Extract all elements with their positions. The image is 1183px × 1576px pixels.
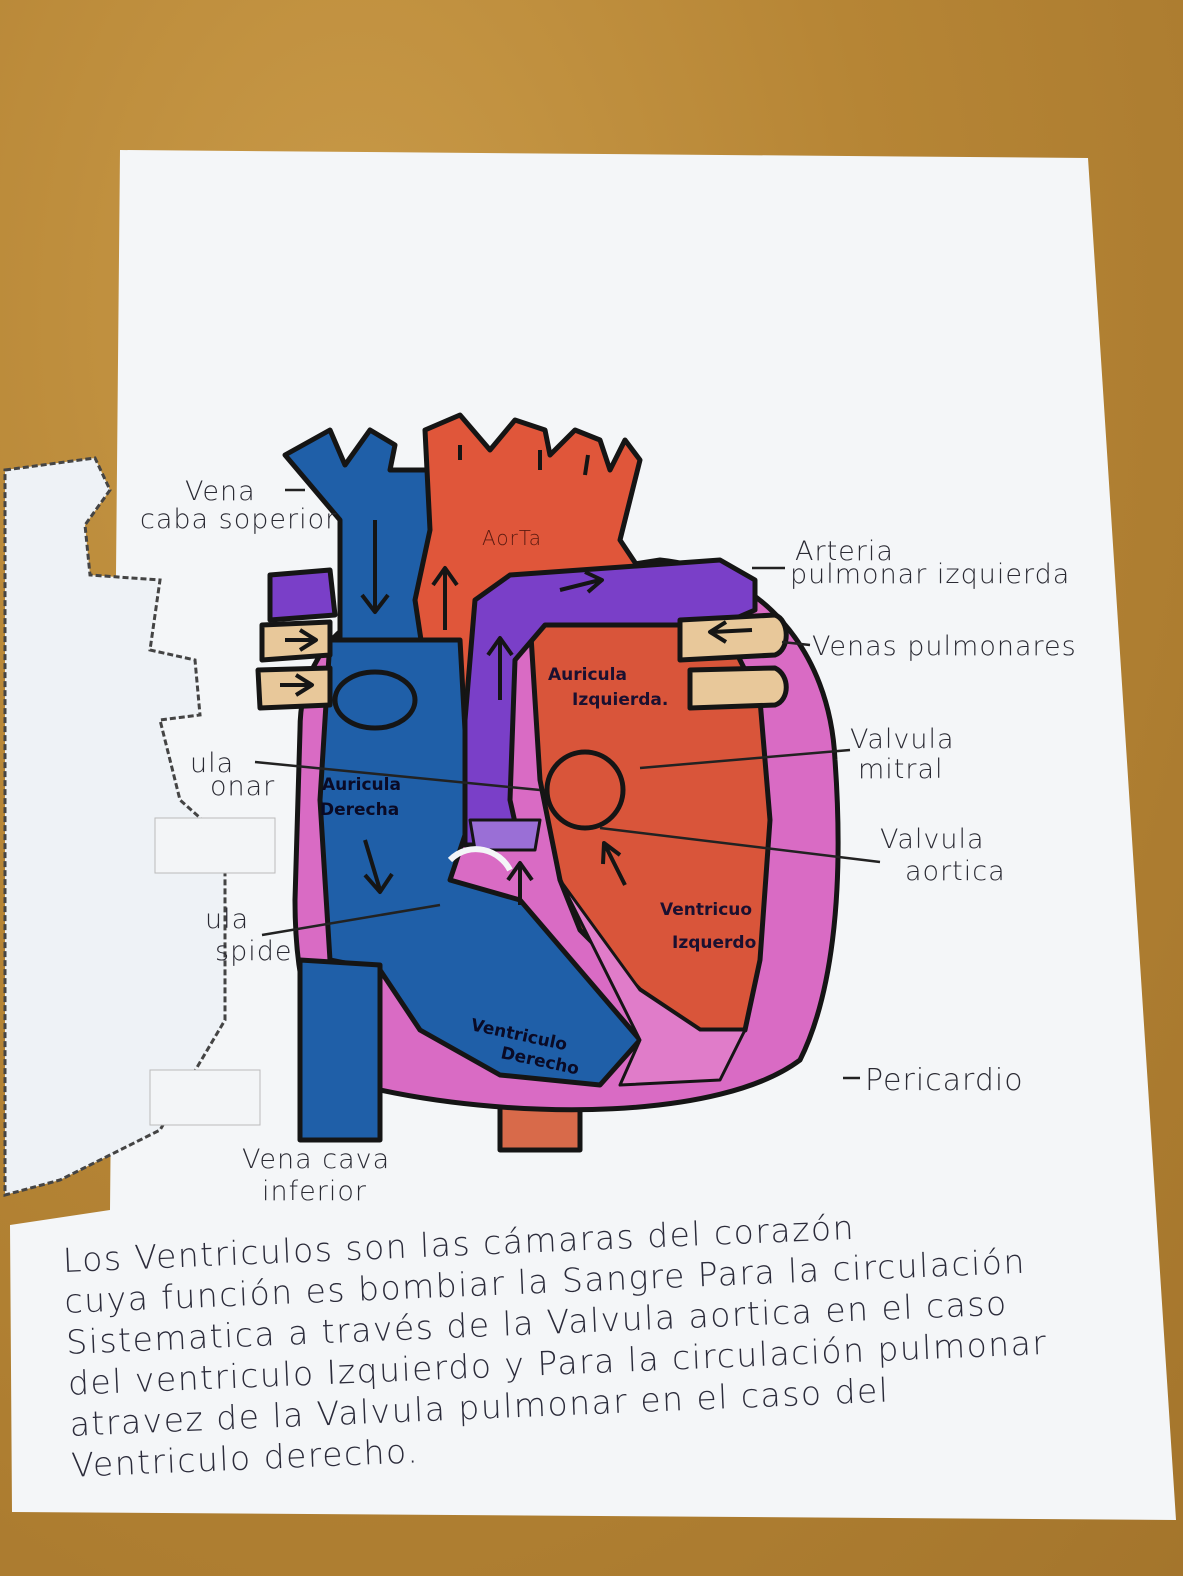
label-auricula-izquierda-2: Izquierda. xyxy=(572,690,668,710)
pulmonary-vein-2 xyxy=(690,668,786,708)
label-valvula-tricuspide-1: ula xyxy=(205,904,249,935)
pulmonary-valve xyxy=(470,820,540,850)
label-venas-pulmonares: Venas pulmonares xyxy=(812,631,1077,662)
label-arteria-pulmonar-2: pulmonar izquierda xyxy=(790,559,1070,590)
label-valvula-mitral-2: mitral xyxy=(858,754,944,785)
label-auricula-derecha-2: Derecha xyxy=(320,800,399,820)
label-valvula-aortica-1: Valvula xyxy=(880,824,985,855)
aortic-valve xyxy=(547,752,623,828)
label-auricula-derecha-1: Auricula xyxy=(322,775,401,795)
label-vena-cava-inferior-2: inferior xyxy=(262,1176,367,1207)
label-valvula-mitral-1: Valvula xyxy=(850,724,955,755)
label-pericardio: Pericardio xyxy=(865,1063,1024,1098)
explanation-paragraph: Los Ventriculos son las cámaras del cora… xyxy=(62,1196,1131,1486)
label-vena-cava-superior-1: Vena xyxy=(185,476,256,507)
label-valvula-tricuspide-2: spide xyxy=(215,936,292,967)
label-valvula-pulmonar-2: onar xyxy=(210,771,275,802)
pulmonary-vein-1 xyxy=(680,615,786,660)
label-auricula-izquierda-1: Auricula xyxy=(548,665,627,685)
label-aorta: AorTa xyxy=(482,526,542,550)
right-pulmonary-artery xyxy=(270,570,335,620)
label-valvula-aortica-2: aortica xyxy=(905,856,1006,887)
label-ventriculo-izquierdo-1: Ventricuo xyxy=(660,900,752,920)
label-vena-cava-superior-2: caba soperior xyxy=(140,504,337,535)
pulmonary-vein-4 xyxy=(258,668,330,708)
label-ventriculo-izquierdo-2: Izquerdo xyxy=(672,933,756,953)
vena-cava-inferior xyxy=(300,960,380,1140)
label-vena-cava-inferior-1: Vena cava xyxy=(242,1144,390,1175)
